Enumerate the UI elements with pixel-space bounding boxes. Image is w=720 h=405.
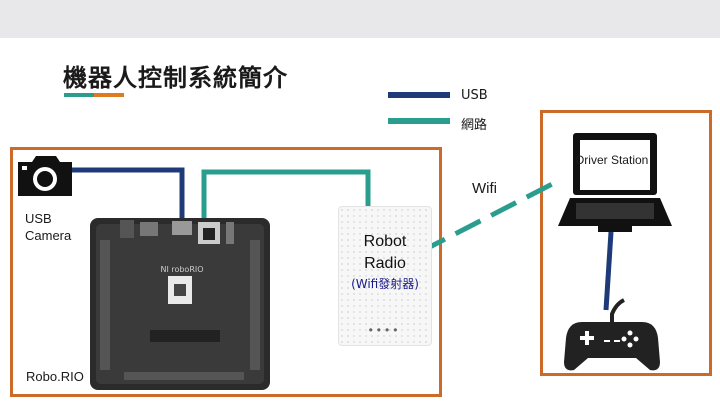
board-brand-label: NI roboRIO <box>160 265 203 274</box>
ethernet-wire <box>201 169 371 224</box>
roborio-board: NI roboRIO <box>90 218 270 390</box>
usb-wire <box>72 167 185 222</box>
legend-network-label: 網路 <box>461 118 488 133</box>
wifi-label: Wifi <box>472 180 497 197</box>
driver-station-boundary <box>540 110 712 376</box>
radio-title-line1: Robot <box>363 233 407 250</box>
gamepad-icon <box>564 298 660 371</box>
roborio-label: Robo.RIO <box>26 369 84 384</box>
legend-usb-line <box>388 92 450 98</box>
radio-subtitle: (Wifi發射器) <box>351 277 419 291</box>
laptop-icon <box>558 133 672 232</box>
joystick-usb-wire <box>603 231 614 311</box>
usb-camera-label: USB Camera <box>25 211 72 243</box>
slide-title: 機器人控制系統簡介 <box>63 64 288 92</box>
robot-boundary <box>10 147 442 397</box>
radio-title-line2: Radio <box>364 255 406 272</box>
driver-station-label: Driver Station <box>575 153 649 167</box>
legend-network-line <box>388 118 450 124</box>
header-bar <box>0 0 720 38</box>
legend-usb-label: USB <box>461 88 488 103</box>
radio-leds: •••• <box>368 323 402 337</box>
robot-radio: Robot Radio (Wifi發射器) •••• <box>338 206 432 346</box>
wifi-link <box>418 177 562 255</box>
camera-icon <box>18 156 72 196</box>
